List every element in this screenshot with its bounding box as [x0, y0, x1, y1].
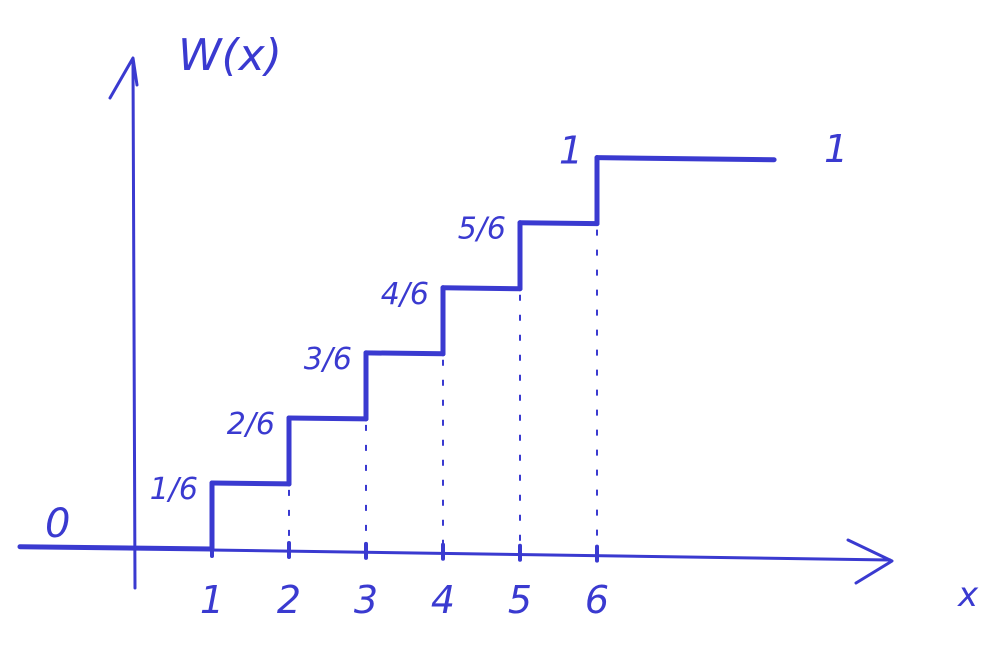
step-value-label: 1	[559, 129, 583, 173]
x-tick-label: 1	[200, 578, 224, 622]
x-tick-label: 3	[354, 578, 378, 622]
x-axis-label: x	[957, 575, 979, 615]
step-value-label: 4/6	[381, 277, 429, 312]
step-value-label: 2/6	[227, 407, 275, 442]
x-axis	[208, 548, 892, 562]
x-axis-arrowhead	[846, 538, 894, 585]
dotted-guides	[288, 229, 598, 550]
step-segment	[440, 285, 523, 292]
axes	[108, 56, 894, 590]
step-segment	[517, 220, 600, 227]
x-tick-label: 6	[585, 578, 609, 622]
step-value-label: 5/6	[458, 212, 506, 247]
step-value-labels: 1/6 2/6 3/6 4/6 5/6 1	[150, 129, 583, 507]
x-tick-label: 4	[431, 578, 455, 622]
step-series	[17, 155, 777, 552]
left-value-label: 0	[45, 501, 70, 547]
y-axis-arrowhead	[108, 56, 139, 100]
step-segment	[17, 544, 215, 552]
step-segment	[594, 155, 777, 163]
y-axis-label: W(x)	[178, 30, 282, 81]
y-axis	[131, 58, 137, 590]
right-value-label: 1	[824, 127, 848, 171]
step-segment	[363, 350, 446, 357]
labels: W(x) x 0 1	[45, 30, 979, 615]
x-tick-labels: 1 2 3 4 5 6	[200, 578, 609, 622]
x-tick-label: 5	[508, 578, 532, 622]
step-value-label: 1/6	[150, 472, 198, 507]
step-value-label: 3/6	[304, 342, 352, 377]
step-segment	[286, 415, 369, 422]
step-segment	[209, 480, 292, 487]
x-tick-label: 2	[277, 578, 301, 622]
